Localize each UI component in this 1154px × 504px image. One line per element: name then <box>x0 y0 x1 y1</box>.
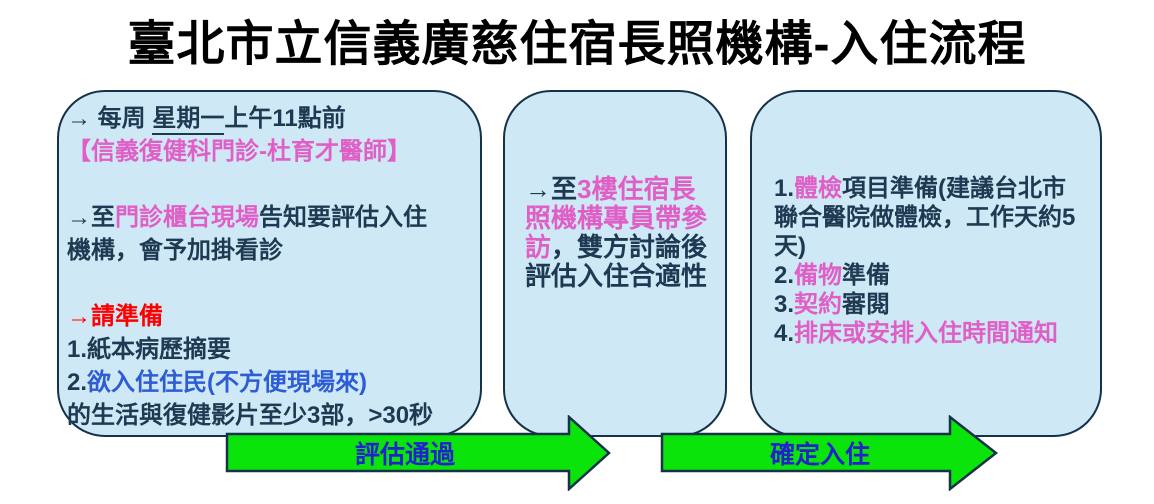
item-2-supplies: 備物 <box>794 262 843 289</box>
item-2-resident: 欲入住住民(不方便現場來) <box>87 369 367 396</box>
arrow-confirm-admission-shape <box>660 415 999 491</box>
item-2-number: 2. <box>67 369 88 396</box>
visit-discuss-line4: 評估入住合適性 <box>525 261 708 291</box>
spacer <box>67 267 476 300</box>
right-arrow-icon <box>660 415 999 491</box>
item-2-rest: 準備 <box>842 262 891 289</box>
item-2-number: 2. <box>774 262 795 289</box>
visit-text: →至3樓住宿長照機構專員帶參訪，雙方討論後評估入住合適性 <box>525 175 723 291</box>
prepare-item-2: 2.欲入住住民(不方便現場來) <box>67 366 476 399</box>
page-title: 臺北市立信義廣慈住宿長照機構-入住流程 <box>127 18 1027 71</box>
visit-prefix: →至 <box>525 174 578 204</box>
clinic-schedule-line: → 每周 星期一上午11點前 <box>67 102 476 135</box>
clinic-doctor-line: 【信義復健科門診-杜育才醫師】 <box>67 138 411 165</box>
item-1-line2: 聯合醫院做體檢，工作天約5 <box>774 204 1076 231</box>
item-3-number: 3. <box>774 291 795 318</box>
item-3-contract: 契約 <box>794 291 843 318</box>
arrow-label-confirm-admission: 確定入住 <box>769 440 870 469</box>
admission-item-2: 2.備物準備 <box>774 261 1094 290</box>
prepare-heading: →請準備 <box>67 303 163 330</box>
right-arrow-icon <box>225 415 611 491</box>
item-1-line3: 天) <box>774 233 806 260</box>
item-3-rest: 審閱 <box>842 291 891 318</box>
step-box-clinic-evaluation: → 每周 星期一上午11點前 【信義復健科門診-杜育才醫師】 →至門診櫃台現場告… <box>57 90 482 437</box>
visit-floor-line3: 訪 <box>525 232 552 262</box>
item-4-bed-notice: 排床或安排入住時間通知 <box>794 320 1059 347</box>
visit-discuss-line3: ，雙方討論後 <box>551 232 708 262</box>
prepare-item-2-line2: 的生活與復健影片至少3部，>30秒 <box>67 402 434 429</box>
admission-item-3: 3.契約審閱 <box>774 290 1094 319</box>
item-1-line1: 項目準備(建議台北市 <box>842 175 1067 202</box>
item-4-number: 4. <box>774 320 795 347</box>
arrow-evaluation-pass-shape <box>225 415 611 491</box>
item-1-checkup: 體檢 <box>794 175 843 202</box>
counter-prefix: →至 <box>67 204 115 231</box>
counter-notice-line2: 機構，會予加掛看診 <box>67 237 283 264</box>
admission-item-4: 4.排床或安排入住時間通知 <box>774 319 1094 348</box>
counter-suffix: 告知要評估入住 <box>259 204 427 231</box>
step-box-facility-visit: →至3樓住宿長照機構專員帶參訪，雙方討論後評估入住合適性 <box>503 90 727 437</box>
visit-floor-line1: 3樓住宿長 <box>577 174 696 204</box>
counter-location: 門診櫃台現場 <box>115 204 259 231</box>
arrow-label-evaluation-pass: 評估通過 <box>354 440 455 469</box>
schedule-prefix: → 每周 <box>67 105 153 132</box>
item-1-number: 1. <box>774 175 795 202</box>
schedule-day-underlined: 星期一 <box>152 105 225 135</box>
spacer <box>67 168 476 201</box>
visit-floor-line2: 照機構專員帶參 <box>525 203 708 233</box>
counter-notice-line: →至門診櫃台現場告知要評估入住 <box>67 201 476 234</box>
prepare-item-1: 1.紙本病歷摘要 <box>67 336 232 363</box>
schedule-time: 上午11點前 <box>224 105 346 132</box>
